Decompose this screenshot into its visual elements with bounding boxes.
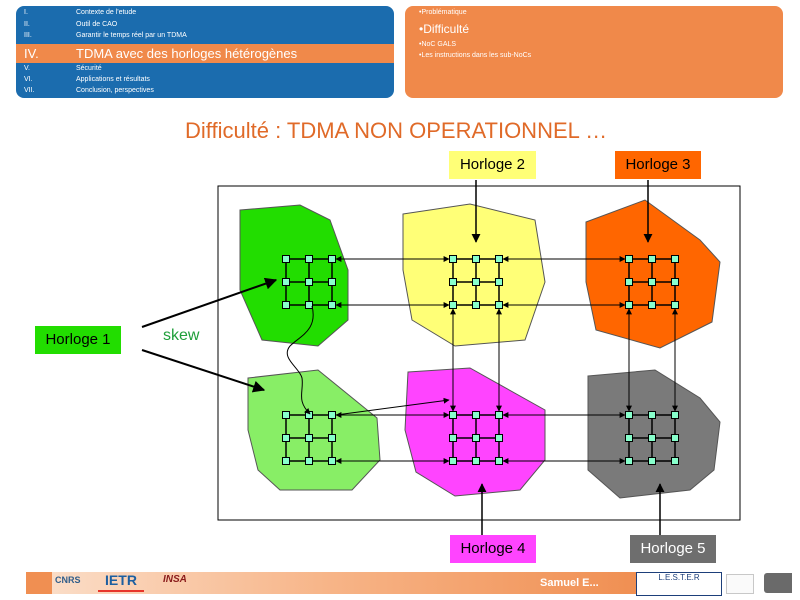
router-node xyxy=(671,411,679,419)
router-node xyxy=(495,301,503,309)
router-node xyxy=(328,278,336,286)
clock-label-5: Horloge 5 xyxy=(630,535,716,563)
footer-bar xyxy=(26,572,638,594)
subsection-item-2-active[interactable]: •Difficulté xyxy=(419,22,469,36)
arrow-h1-domain1-bis xyxy=(141,349,266,393)
router-node xyxy=(648,457,656,465)
router-node xyxy=(472,434,480,442)
mesh-2 xyxy=(449,255,503,309)
footer-nav-square[interactable] xyxy=(764,573,792,593)
router-node xyxy=(282,457,290,465)
router-node xyxy=(449,434,457,442)
mesh-6 xyxy=(625,411,679,465)
mesh-1 xyxy=(282,255,336,309)
router-node xyxy=(328,301,336,309)
router-node xyxy=(648,255,656,263)
router-node xyxy=(472,278,480,286)
subsection-item-3[interactable]: •NoC GALS xyxy=(419,41,457,48)
clock-domain-4 xyxy=(404,367,546,497)
clock-label-1: Horloge 1 xyxy=(35,326,121,354)
outline-panel: I.Contexte de l'etude II.Outil de CAO II… xyxy=(16,6,394,98)
router-node xyxy=(625,255,633,263)
subsection-item-1[interactable]: •Problématique xyxy=(419,9,467,16)
router-node xyxy=(449,301,457,309)
clock-domain-2 xyxy=(402,203,546,347)
router-node xyxy=(282,411,290,419)
router-node xyxy=(625,278,633,286)
outline-item-7[interactable]: VII.Conclusion, perspectives xyxy=(24,87,154,94)
router-node xyxy=(648,278,656,286)
inter-domain-links xyxy=(335,256,678,464)
router-node xyxy=(449,278,457,286)
router-node xyxy=(449,411,457,419)
router-node xyxy=(671,434,679,442)
router-node xyxy=(282,434,290,442)
outline-item-6[interactable]: VI.Applications et résultats xyxy=(24,76,150,83)
footer-accent xyxy=(26,572,52,594)
mesh-5 xyxy=(449,411,503,465)
router-node xyxy=(671,278,679,286)
lester-logo: L.E.S.T.E.R xyxy=(636,572,722,596)
router-node xyxy=(282,278,290,286)
router-node xyxy=(648,434,656,442)
arrow-h1-domain1 xyxy=(141,277,278,328)
subsection-panel: •Problématique •Difficulté •NoC GALS •Le… xyxy=(405,6,783,98)
clock-domain-1 xyxy=(239,204,349,347)
router-node xyxy=(671,457,679,465)
clock-label-2: Horloge 2 xyxy=(449,151,536,179)
router-node xyxy=(495,278,503,286)
inter-domain-link xyxy=(335,397,450,416)
router-node xyxy=(472,411,480,419)
router-node xyxy=(328,255,336,263)
clock-label-3: Horloge 3 xyxy=(615,151,701,179)
router-node xyxy=(671,301,679,309)
router-node xyxy=(625,411,633,419)
router-node xyxy=(449,255,457,263)
router-node xyxy=(648,301,656,309)
outline-item-1[interactable]: I.Contexte de l'etude xyxy=(24,9,137,16)
clock-domain-3 xyxy=(585,199,721,349)
router-node xyxy=(671,255,679,263)
outline-item-3[interactable]: III.Garantir le temps réel par un TDMA xyxy=(24,32,187,39)
router-node xyxy=(282,301,290,309)
router-node xyxy=(282,255,290,263)
router-node xyxy=(472,457,480,465)
router-node xyxy=(495,457,503,465)
insa-logo: INSA xyxy=(163,574,187,585)
router-node xyxy=(495,255,503,263)
router-node xyxy=(625,457,633,465)
slide-title: Difficulté : TDMA NON OPERATIONNEL … xyxy=(185,118,608,143)
skew-wire xyxy=(286,305,314,415)
router-node xyxy=(328,457,336,465)
router-node xyxy=(625,434,633,442)
mesh-3 xyxy=(625,255,679,309)
outline-item-2[interactable]: II.Outil de CAO xyxy=(24,21,118,28)
outline-item-5[interactable]: V.Sécurité xyxy=(24,65,102,72)
router-node xyxy=(472,255,480,263)
router-node xyxy=(472,301,480,309)
router-node xyxy=(449,457,457,465)
router-node xyxy=(495,411,503,419)
router-node xyxy=(648,411,656,419)
router-node xyxy=(328,434,336,442)
router-node xyxy=(305,301,313,309)
router-node xyxy=(305,434,313,442)
subsection-item-4[interactable]: •Les instructions dans les sub-NoCs xyxy=(419,52,532,59)
cnrs-logo: CNRS xyxy=(55,575,81,585)
router-node xyxy=(305,457,313,465)
footer-presenter: Samuel E... xyxy=(540,577,599,589)
router-node xyxy=(305,278,313,286)
router-node xyxy=(328,411,336,419)
ietr-logo: IETR xyxy=(98,570,144,592)
router-node xyxy=(625,301,633,309)
ubs-logo xyxy=(726,574,754,594)
skew-label: skew xyxy=(163,327,200,344)
clock-label-4: Horloge 4 xyxy=(450,535,536,563)
router-node xyxy=(495,434,503,442)
router-node xyxy=(305,255,313,263)
outline-item-4-active[interactable]: IV.TDMA avec des horloges hétérogènes xyxy=(16,44,394,63)
